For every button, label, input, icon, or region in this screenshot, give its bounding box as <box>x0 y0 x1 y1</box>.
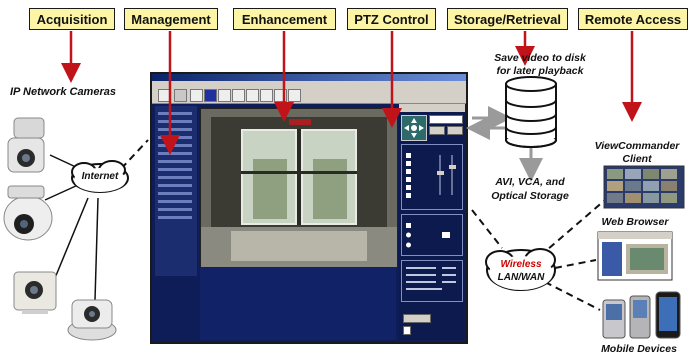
toolbar-icon <box>246 89 259 102</box>
wireless-to-browser-line <box>554 259 597 269</box>
tree-row <box>158 208 192 211</box>
camera1-line <box>49 154 79 169</box>
wireless-label: Wireless <box>500 259 542 270</box>
viewcommander-screen <box>603 165 685 209</box>
ip-camera-icon <box>7 117 45 173</box>
lan-wan-label: LAN/WAN <box>497 272 545 283</box>
wireless-to-mobile-line <box>544 281 601 311</box>
ip-cameras-label: IP Network Cameras <box>10 86 116 98</box>
mobile-devices-label: Mobile Devices <box>601 343 677 355</box>
camera-tree-panel <box>155 106 197 276</box>
wireless-cloud-icon <box>485 248 556 291</box>
tree-row <box>158 112 192 115</box>
toolbar-icon <box>288 89 301 102</box>
tree-row <box>158 216 192 219</box>
ip-camera-icon <box>67 299 117 341</box>
management-tag: Management <box>124 8 218 30</box>
enhancement-tag: Enhancement <box>233 8 336 30</box>
slider-group <box>406 153 456 198</box>
tree-row <box>158 192 192 195</box>
video-properties-box <box>401 144 463 210</box>
tree-row <box>158 168 192 171</box>
acquisition-tag: Acquisition <box>29 8 115 30</box>
camera4-line <box>94 197 99 301</box>
ptz-control-panel <box>399 104 465 340</box>
toolbar-icon <box>190 89 203 102</box>
video-frame-lobby <box>201 109 397 267</box>
stats-lines <box>406 267 456 290</box>
ip-camera-icon <box>13 271 57 314</box>
mobile-phone-icon <box>602 299 626 339</box>
window-menu-bar <box>152 81 466 87</box>
viewcommander-label-2: Client <box>622 153 652 165</box>
border-toggle-checkbox[interactable] <box>403 326 411 335</box>
ptz-arrows-icon <box>404 118 424 138</box>
ptz-control-tag: PTZ Control <box>347 8 436 30</box>
camera2-line <box>44 184 79 201</box>
storage-retrieval-tag: Storage/Retrieval <box>447 8 568 30</box>
stats-box <box>401 260 463 302</box>
app-to-wireless-line <box>471 209 503 249</box>
tree-row <box>158 128 192 131</box>
tree-row <box>158 160 192 163</box>
internet-label: Internet <box>81 171 119 182</box>
toolbar-icon <box>260 89 273 102</box>
panel-action-button[interactable] <box>403 314 431 323</box>
preset-select[interactable] <box>429 115 463 124</box>
storage-label-1: AVI, VCA, and <box>495 176 565 188</box>
tree-row <box>158 176 192 179</box>
panel-tabs <box>399 104 465 112</box>
toolbar-icon <box>174 89 187 102</box>
tree-row <box>158 184 192 187</box>
live-video-view <box>200 108 398 268</box>
video-lower-panel <box>200 268 396 340</box>
zoom-out-button[interactable] <box>429 126 445 135</box>
web-browser-screen <box>597 231 673 281</box>
ip-camera-icon <box>3 185 53 241</box>
web-browser-label: Web Browser <box>601 216 669 228</box>
wireless-to-viewcommander-line <box>539 199 606 257</box>
remote-access-tag: Remote Access <box>578 8 688 30</box>
archive-options <box>406 223 450 248</box>
ptz-direction-pad[interactable] <box>401 115 427 141</box>
viewcommander-label-1: ViewCommander <box>594 140 680 152</box>
window-toolbar <box>152 87 466 104</box>
internet-to-app-line <box>104 139 149 187</box>
toolbar-icon <box>204 89 217 102</box>
save-video-label-1: Save video to disk <box>494 52 586 64</box>
toolbar-icon <box>218 89 231 102</box>
camera3-line <box>54 197 89 279</box>
window-title-bar <box>152 74 466 81</box>
internet-cloud-icon <box>71 160 129 193</box>
archive-settings-box <box>401 214 463 256</box>
save-video-label-2: for later playback <box>496 65 584 77</box>
tree-row <box>158 120 192 123</box>
mobile-phone-icon <box>655 291 681 339</box>
storage-label-2: Optical Storage <box>491 190 569 202</box>
database-icon <box>505 76 557 148</box>
mobile-phone-icon <box>629 295 651 339</box>
toolbar-icon <box>232 89 245 102</box>
software-screenshot <box>150 72 468 344</box>
tree-row <box>158 200 192 203</box>
zoom-in-button[interactable] <box>447 126 463 135</box>
